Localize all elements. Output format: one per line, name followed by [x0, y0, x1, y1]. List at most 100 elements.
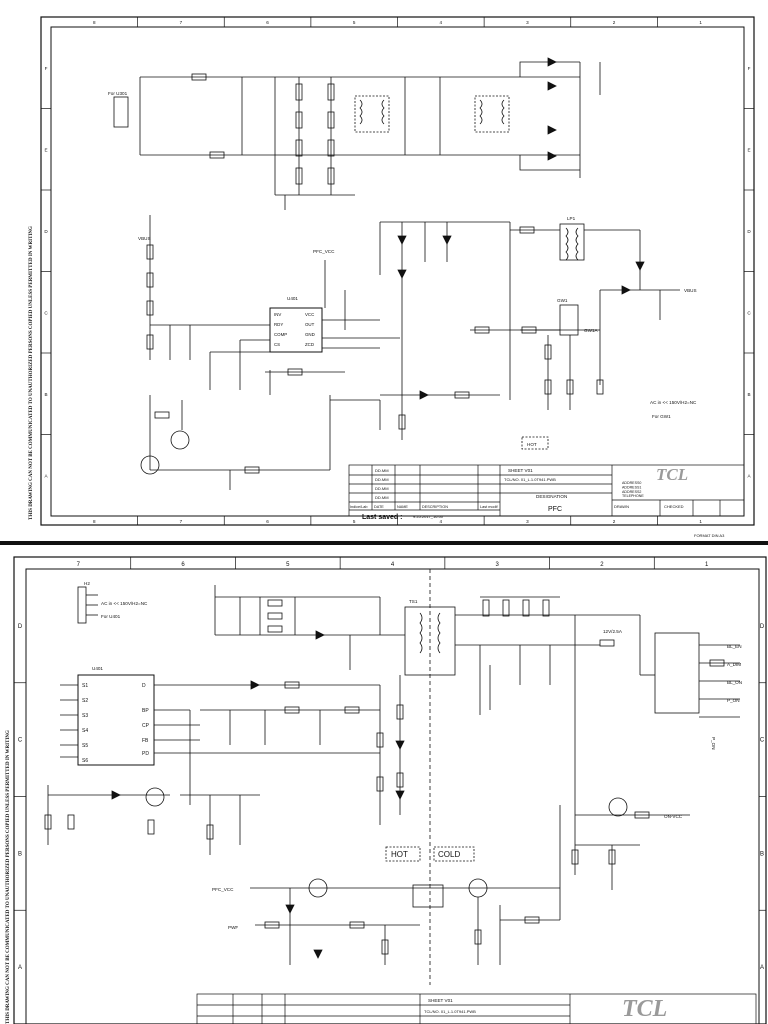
label-ac-in: AC in << 150V/H2=NC: [101, 601, 148, 606]
ic-pin-label: S2: [82, 698, 88, 704]
revision-header-cell: NAME: [397, 505, 408, 509]
ic-pin-label: FB: [142, 738, 149, 744]
ic-pin-label: PD: [142, 751, 149, 757]
row-letter: F: [748, 66, 751, 71]
row-letter: D: [18, 624, 23, 630]
row-letter: C: [18, 738, 23, 744]
label-output-rating: 12V/2.5A: [603, 629, 623, 634]
label-ac-in: AC in << 150V/H2=NC: [650, 400, 697, 405]
row-letter: C: [747, 310, 751, 315]
ic-pin-label: ZCD: [305, 342, 314, 347]
hot-zone-marker: [385, 846, 421, 862]
label-for-gw1: For GW1: [652, 414, 671, 419]
connector-signal-label: A_DIM: [727, 662, 741, 667]
revision-header-cell: DATE: [374, 505, 384, 509]
label-for-u301: For U301: [108, 91, 128, 96]
row-letter: A: [18, 965, 22, 971]
ic-pin-label: COMP: [274, 332, 287, 337]
column-number: 5: [286, 562, 290, 568]
column-number: 6: [266, 20, 269, 25]
ic-pin-label: CP: [142, 723, 150, 729]
row-letter: E: [747, 147, 750, 152]
connector-signal-label: BL_ON: [727, 680, 742, 685]
column-number: 5: [353, 20, 356, 25]
ic-pin-label: OUT: [305, 322, 315, 327]
label-gw1: GW1: [557, 298, 568, 303]
confidential-notice: THIS DRAWING CAN NOT BE COMMUNICATED TO …: [6, 730, 11, 1024]
revision-date: DD.MM: [375, 495, 389, 500]
connector-signal-label: BL_EN: [727, 644, 742, 649]
column-number: 6: [181, 562, 185, 568]
ic-pin-label: INV: [274, 312, 281, 317]
label-h2: H2: [84, 581, 90, 586]
sheet-name: TCL/NO. 01_L.1.0T941.PWB: [504, 477, 556, 482]
label-vbus-right: VBUS: [684, 288, 697, 293]
label-on-vcc: ON-VCC: [664, 814, 683, 819]
column-number: 3: [526, 519, 529, 524]
revision-date: DD.MM: [375, 468, 389, 473]
tcl-logo: TCL: [656, 465, 688, 484]
revision-header-cell: Indice/Lab: [350, 505, 368, 509]
designation-label: DESIGNATION: [536, 494, 567, 499]
ic-pin-label: S4: [82, 728, 88, 734]
model-label: SHEET V01: [508, 468, 533, 473]
column-number: 3: [496, 562, 500, 568]
column-number: 8: [93, 20, 96, 25]
revision-header-cell: Last modif: [480, 505, 498, 509]
ic-pin-label: RDY: [274, 322, 283, 327]
sheet-divider: [0, 541, 768, 545]
address-line: ADDRESS0: [622, 481, 641, 485]
power-wiring: [44, 585, 740, 965]
column-number: 5: [353, 519, 356, 524]
model-label: SHEET V01: [428, 998, 453, 1003]
ic-pin-label: S6: [82, 758, 88, 764]
column-number: 1: [699, 519, 702, 524]
row-letter: B: [44, 392, 47, 397]
column-number: 7: [180, 519, 183, 524]
revision-date: DD.MM: [375, 477, 389, 482]
column-number: 1: [699, 20, 702, 25]
cold-label: COLD: [438, 850, 460, 859]
designation-value: PFC: [548, 506, 562, 513]
label-p-on: P_ON: [711, 737, 716, 750]
column-number: 1: [705, 562, 709, 568]
title-block: [196, 993, 757, 1024]
hot-zone-marker: [521, 436, 549, 450]
last-saved-label: Last saved :: [362, 514, 402, 521]
label-pfc-vcc: PFC_VCC: [212, 887, 234, 892]
label-vbus-left: VBUS: [138, 236, 151, 241]
hot-label: HOT: [527, 442, 537, 447]
row-letter: F: [45, 66, 48, 71]
label-ts1: TS1: [409, 599, 418, 604]
row-letter: B: [18, 851, 22, 857]
pfc-wiring: [113, 57, 680, 490]
sheet-name: TCL/NO. 01_L.1.0T941.PWB: [424, 1009, 476, 1014]
column-number: 6: [266, 519, 269, 524]
ic-pin-label: S1: [82, 683, 88, 689]
ic-pin-label: S5: [82, 743, 88, 749]
drawn-label: DRAWN: [614, 504, 629, 509]
label-lp1: LP1: [567, 216, 576, 221]
label-pfc-vcc: PFC_VCC: [313, 249, 335, 254]
column-number: 4: [391, 562, 395, 568]
row-letter: A: [760, 965, 764, 971]
column-number: 4: [440, 519, 443, 524]
revision-date: DD.MM: [375, 486, 389, 491]
ic-pin-label: BP: [142, 708, 149, 714]
column-number: 7: [77, 562, 81, 568]
title-block: [348, 464, 745, 517]
ic-pin-label: CS: [274, 342, 280, 347]
ic-pin-label: GND: [305, 332, 315, 337]
label-pwf: PWF: [228, 925, 238, 930]
row-letter: B: [747, 392, 750, 397]
row-letter: E: [44, 147, 47, 152]
column-number: 4: [440, 20, 443, 25]
column-number: 8: [93, 519, 96, 524]
